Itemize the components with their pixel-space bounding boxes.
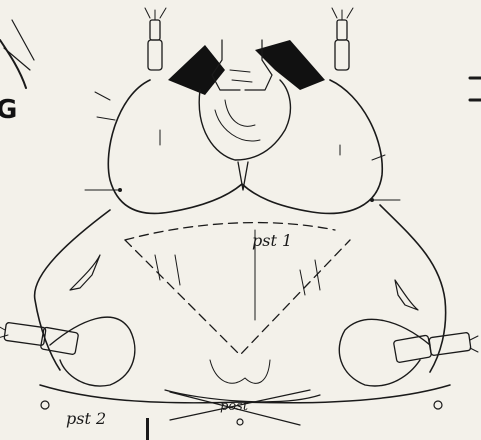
antenna-left <box>145 8 166 70</box>
scale-bar <box>146 418 149 440</box>
sclerite-right <box>395 280 418 310</box>
label-pst1: pst 1 <box>252 231 292 250</box>
leg-right <box>339 319 478 386</box>
label-pst2: pst 2 <box>66 409 106 428</box>
panel-letter: G <box>0 95 17 125</box>
adjacent-figure-fragment-right <box>470 78 481 100</box>
antenna-right <box>332 8 353 70</box>
adjacent-figure-fragment <box>0 20 34 88</box>
leg-left <box>0 317 135 386</box>
sclerite-left <box>70 255 100 290</box>
label-post: post <box>220 399 249 414</box>
prothorax <box>35 205 446 372</box>
head-capsule <box>108 80 382 213</box>
mandible-dark-left <box>168 45 225 95</box>
